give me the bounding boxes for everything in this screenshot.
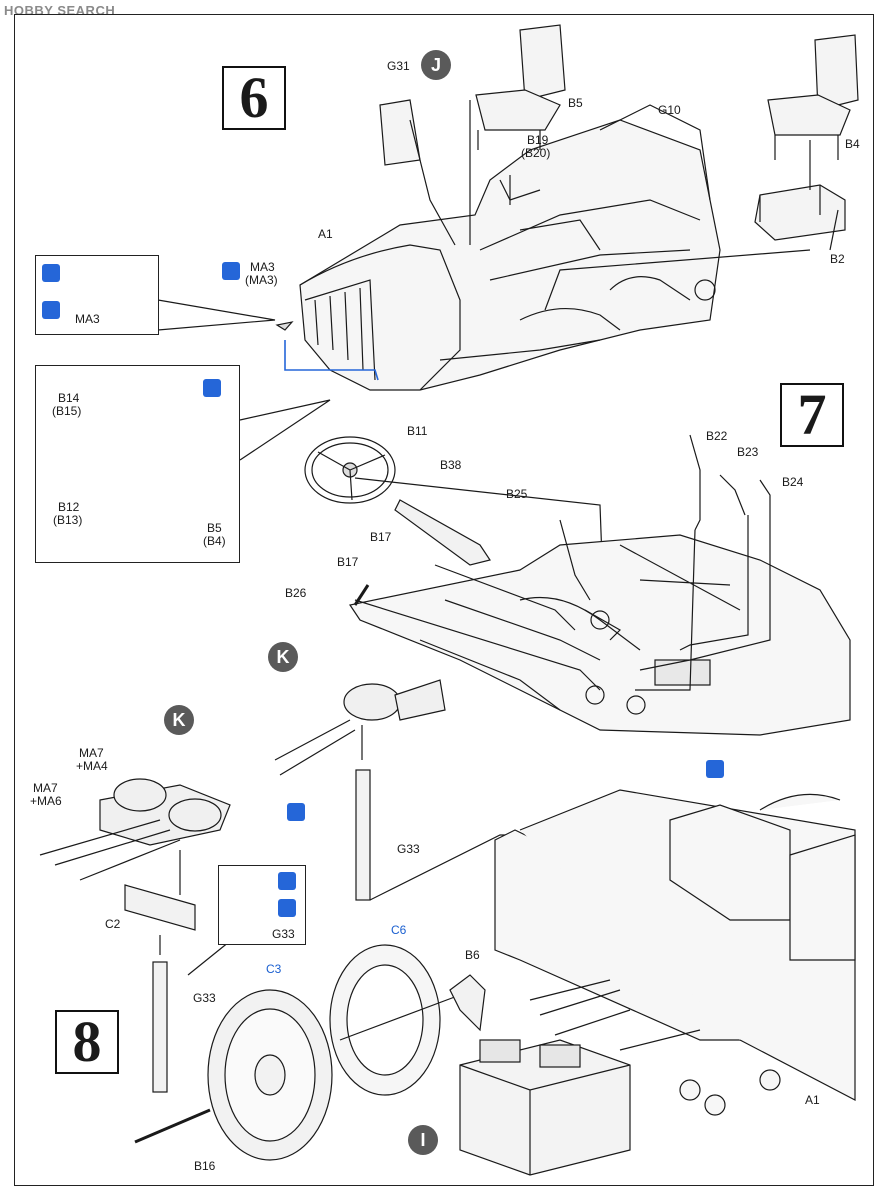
lever-b24 [759, 479, 771, 505]
label-g33-inset: G33 [272, 927, 295, 941]
label-b13: (B13) [53, 513, 83, 527]
jerrycan-mount-k2 [274, 679, 446, 776]
label-b16: B16 [194, 1159, 216, 1173]
callout-j: J [421, 50, 451, 80]
page-frame [14, 14, 874, 1186]
choose-one-icon [287, 803, 305, 821]
label-b11: B11 [407, 424, 428, 438]
callout-i: I [408, 1125, 438, 1155]
callout-k-left: K [164, 705, 194, 735]
lever-b23 [719, 474, 746, 516]
label-b22: B22 [706, 429, 728, 443]
part-b6 [449, 974, 486, 1032]
label-b38: B38 [440, 458, 462, 472]
label-c3: C3 [266, 962, 282, 976]
label-ma7-a: MA7 [79, 746, 104, 760]
seat-b4 [767, 34, 859, 160]
label-b15: (B15) [52, 404, 82, 418]
inset-g33-detail [218, 865, 306, 945]
lever-b22 [689, 434, 701, 531]
jeep-body-step6 [299, 104, 721, 391]
optional-part-icon [706, 760, 724, 778]
inset-seat-detail [35, 365, 240, 563]
label-g10: G10 [658, 103, 681, 117]
label-ma3: MA3 [250, 260, 275, 274]
label-g33-upper: G33 [397, 842, 420, 856]
label-g33-lower: G33 [193, 991, 216, 1005]
seat-b5 [475, 24, 566, 150]
label-b14: B14 [58, 391, 80, 405]
label-ma7-b: MA7 [33, 781, 58, 795]
ma3-color-icon [222, 262, 240, 280]
battery-i [459, 1039, 631, 1176]
step-7-box: 7 [780, 383, 844, 447]
label-b6: B6 [465, 948, 480, 962]
label-ma3-inset: MA3 [75, 312, 100, 326]
label-b4: B4 [845, 137, 860, 151]
label-b24: B24 [782, 475, 804, 489]
part-g31 [379, 99, 421, 166]
label-b5-inset: B5 [207, 521, 222, 535]
step-6-box: 6 [222, 66, 286, 130]
apply-glue-icon [42, 264, 60, 282]
part-g33b [152, 961, 168, 1093]
cushion-b2 [754, 184, 846, 241]
step-8-box: 8 [55, 1010, 119, 1074]
label-b23: B23 [737, 445, 759, 459]
label-c6: C6 [391, 923, 407, 937]
label-b19: B19 [527, 133, 549, 147]
part-c2 [124, 884, 196, 931]
part-g33 [355, 769, 371, 901]
callout-k-upper: K [268, 642, 298, 672]
paint-icon [278, 899, 296, 917]
label-a1-step8: A1 [805, 1093, 820, 1107]
jeep-rear-step8 [494, 789, 856, 1116]
label-b2: B2 [830, 252, 845, 266]
label-b20: (B20) [521, 146, 551, 160]
label-b4-inset: (B4) [203, 534, 226, 548]
label-a1: A1 [318, 227, 333, 241]
label-b17-upper: B17 [370, 530, 392, 544]
label-c2: C2 [105, 917, 121, 931]
label-b5: B5 [568, 96, 583, 110]
tire-c3 [207, 989, 333, 1161]
label-b26: B26 [285, 586, 307, 600]
apply-glue-icon [203, 379, 221, 397]
label-b12: B12 [58, 500, 80, 514]
steering-wheel-b11 [304, 436, 396, 504]
dashboard-step7 [349, 534, 851, 736]
apply-glue-icon [278, 872, 296, 890]
label-ma6: +MA6 [30, 794, 62, 808]
label-ma4: +MA4 [76, 759, 108, 773]
label-g31: G31 [387, 59, 410, 73]
label-b25: B25 [506, 487, 528, 501]
inset-ma3-detail [35, 255, 159, 335]
column-b38 [394, 499, 491, 566]
label-ma3-paren: (MA3) [245, 273, 278, 287]
tire-c6 [329, 944, 441, 1096]
up-arrow-icon [42, 301, 60, 319]
label-b17-lower: B17 [337, 555, 359, 569]
jerrycan-mount-k [39, 778, 231, 881]
